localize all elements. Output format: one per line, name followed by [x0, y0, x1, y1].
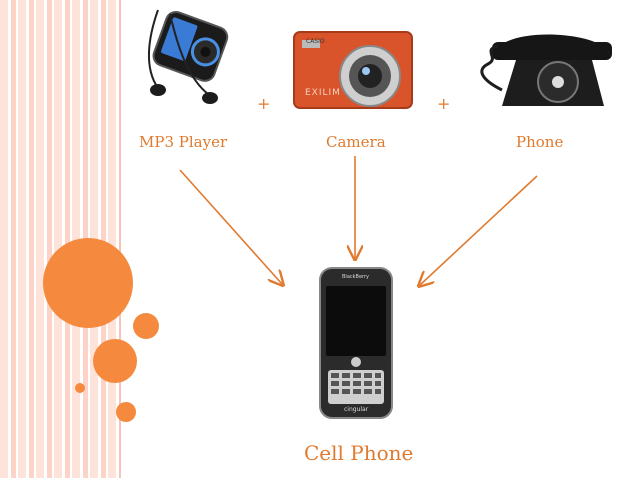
decorative-circle-tiny	[75, 383, 85, 393]
source-label-phone: Phone	[516, 133, 564, 151]
camera-model-text: CASIO	[306, 38, 325, 45]
cellphone-brand-text: BlackBerry	[342, 274, 370, 280]
result-label-cell-phone: Cell Phone	[304, 441, 414, 465]
telephone-icon	[472, 30, 612, 112]
decorative-circle-small	[116, 402, 136, 422]
decorative-circle-large	[43, 238, 133, 328]
decorative-divider	[119, 0, 121, 478]
cellphone-carrier-text: cingular	[344, 406, 369, 413]
cell-phone-icon: BlackBerry cingular	[318, 266, 394, 420]
mp3-player-icon	[138, 8, 234, 112]
arrow-mp3-to-cellphone	[179, 169, 282, 284]
camera-icon: EXILIM CASIO	[292, 26, 414, 116]
source-label-camera: Camera	[326, 133, 386, 151]
arrow-phone-to-cellphone	[420, 175, 538, 285]
source-label-mp3-player: MP3 Player	[139, 133, 228, 151]
plus-operator: +	[437, 94, 451, 113]
decorative-circle-small	[133, 313, 159, 339]
camera-brand-text: EXILIM	[305, 88, 341, 98]
decorative-circle-medium	[93, 339, 137, 383]
plus-operator: +	[257, 94, 271, 113]
